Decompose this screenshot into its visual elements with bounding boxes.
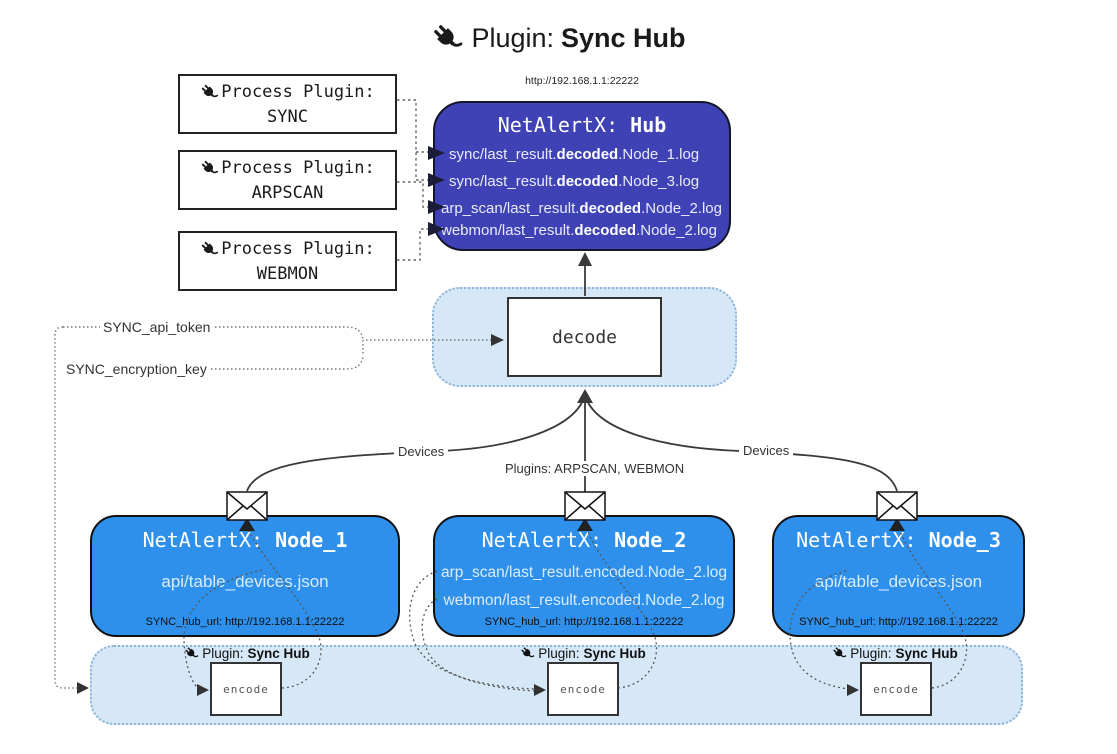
arrow-into-hub <box>578 252 592 266</box>
decode-box: decode <box>507 297 662 377</box>
hub-name-prefix: NetAlertX: <box>497 113 619 137</box>
plug-icon <box>431 22 464 55</box>
arrow-into-panel <box>77 682 89 694</box>
encoder-plugin-label: Plugin:Sync Hub <box>503 646 663 661</box>
process-plugin-label: Process Plugin: <box>221 158 375 178</box>
process-plugin-name: ARPSCAN <box>251 183 324 203</box>
plug-icon <box>200 240 219 259</box>
plug-icon <box>184 646 199 661</box>
hub-url: http://192.168.1.1:22222 <box>525 75 639 87</box>
sync-encryption-key-label: SYNC_encryption_key <box>63 361 210 377</box>
devices-edge-label-left: Devices <box>394 444 449 459</box>
node-file: api/table_devices.json <box>161 572 329 591</box>
encode-box: encode <box>547 662 619 716</box>
plugin-to-hub-connectors <box>397 99 428 261</box>
hub-log-line: sync/last_result.decoded.Node_1.log <box>449 146 700 163</box>
process-plugin-webmon: Process Plugin: WEBMON <box>178 231 397 291</box>
plug-icon <box>832 646 847 661</box>
plug-icon <box>200 83 219 102</box>
encode-box: encode <box>210 662 282 716</box>
process-plugin-name: SYNC <box>267 107 308 127</box>
node-2-box: NetAlertX: Node_2 arp_scan/last_result.e… <box>433 515 735 637</box>
node-hub-url: SYNC_hub_url: http://192.168.1.1:22222 <box>799 616 998 628</box>
node-to-decode-curves <box>246 397 898 493</box>
title-prefix: Plugin: <box>471 22 555 53</box>
plugins-edge-label: Plugins: ARPSCAN, WEBMON <box>501 461 689 476</box>
node-hub-url: SYNC_hub_url: http://192.168.1.1:22222 <box>484 616 684 628</box>
arrow-into-decode-panel <box>577 389 593 403</box>
encode-box: encode <box>860 662 932 716</box>
hub-name: Hub <box>630 113 667 137</box>
hub-box: NetAlertX: Hub sync/last_result.decoded.… <box>433 101 731 251</box>
sync-api-token-label: SYNC_api_token <box>100 319 214 335</box>
title-name: Sync Hub <box>561 22 686 53</box>
hub-log-line: webmon/last_result.decoded.Node_2.log <box>441 222 717 239</box>
encoder-plugin-label: Plugin:Sync Hub <box>167 646 327 661</box>
node-file: api/table_devices.json <box>814 572 983 591</box>
encoder-plugin-label: Plugin:Sync Hub <box>815 646 975 661</box>
hub-title: NetAlertX: Hub <box>435 113 729 137</box>
node-hub-url: SYNC_hub_url: http://192.168.1.1:22222 <box>145 616 345 628</box>
diagram-title: Plugin: Sync Hub <box>0 18 1117 58</box>
node-file: arp_scan/last_result.encoded.Node_2.log <box>440 564 728 581</box>
process-plugin-name: WEBMON <box>256 264 319 284</box>
plug-icon <box>520 646 535 661</box>
node-file: webmon/last_result.encoded.Node_2.log <box>443 592 725 609</box>
process-plugin-label: Process Plugin: <box>221 239 375 259</box>
hub-log-line: arp_scan/last_result.decoded.Node_2.log <box>441 200 722 217</box>
node-1-box: NetAlertX: Node_1 api/table_devices.json… <box>90 515 400 637</box>
hub-log-line: sync/last_result.decoded.Node_3.log <box>449 173 700 190</box>
devices-edge-label-right: Devices <box>739 443 794 458</box>
process-plugin-label: Process Plugin: <box>221 82 375 102</box>
plug-icon <box>200 159 219 178</box>
process-plugin-sync: Process Plugin: SYNC <box>178 74 397 134</box>
process-plugin-arpscan: Process Plugin: ARPSCAN <box>178 150 397 210</box>
node-3-box: NetAlertX: Node_3 api/table_devices.json… <box>772 515 1025 637</box>
